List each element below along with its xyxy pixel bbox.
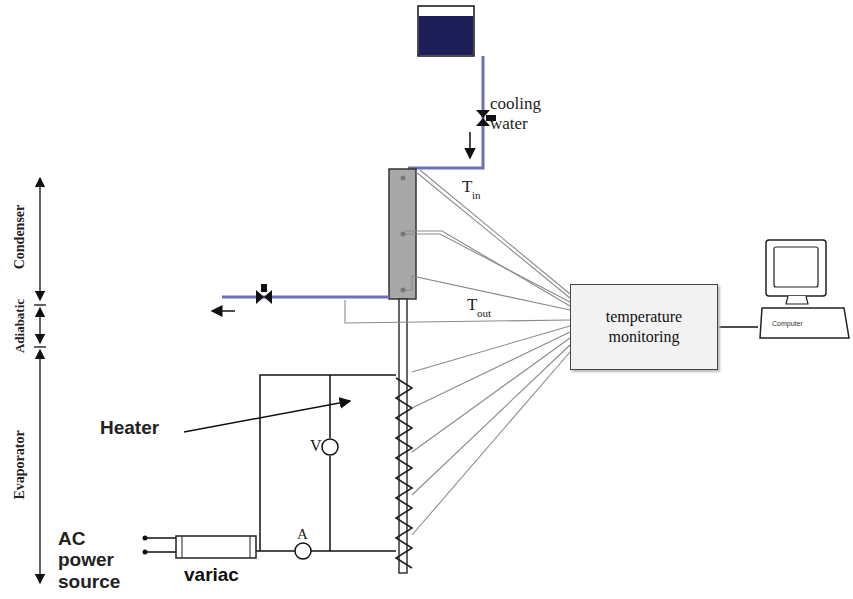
caption-text: cooling water [490,94,554,133]
section-label: Evaporator [12,428,27,501]
variac-box: variac [170,534,262,594]
part-label: AC power source [58,528,138,592]
part-label: Heater [100,418,159,439]
meter-symbol: V [310,437,322,455]
section-label: Adiabatic [13,297,27,355]
computer-drawing [758,238,851,346]
computer-icon: Computer [758,238,851,346]
temperature-symbol: T [462,178,472,197]
subscript: out [477,307,491,319]
monitor-box: temperature monitoring [570,284,718,370]
subscript: in [472,189,481,201]
meter-symbol: A [297,526,308,543]
section-label: Condenser [12,203,27,272]
data-cable [718,326,758,328]
temperature-symbol: T [467,296,477,315]
node-text: variac [184,564,239,586]
node-text: temperature monitoring [571,303,717,351]
node-text: Computer [772,320,803,327]
